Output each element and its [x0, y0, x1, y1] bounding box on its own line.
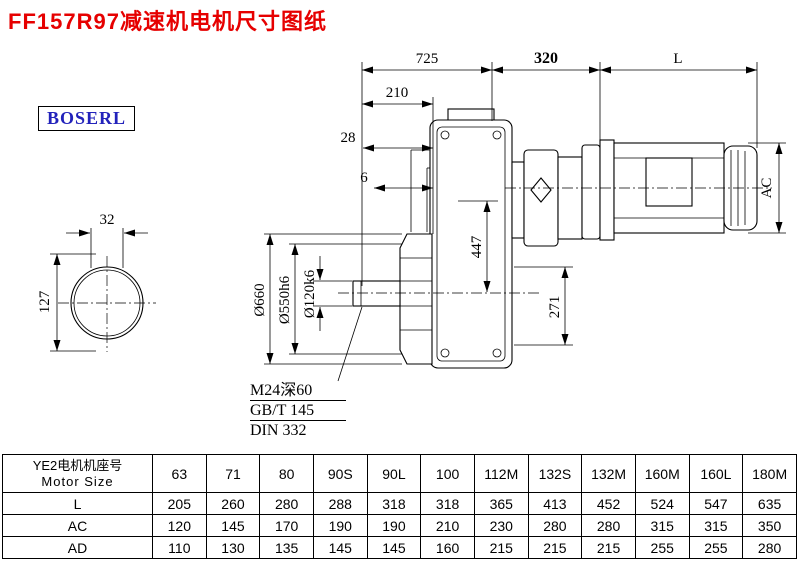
motor-size-table: YE2电机机座号 Motor Size 63 71 80 90S 90L 100…	[2, 454, 797, 559]
dim-label-127: 127	[37, 290, 53, 313]
thread-note-line: DIN 332	[250, 422, 307, 439]
thread-note-line: M24深60	[250, 381, 346, 401]
value-cell: 365	[473, 492, 529, 515]
value-cell: 280	[581, 514, 636, 537]
value-cell: 230	[473, 514, 529, 537]
row-label: AD	[2, 536, 153, 559]
value-cell: 215	[581, 536, 636, 559]
value-cell: 318	[366, 492, 422, 515]
value-cell: 215	[527, 536, 583, 559]
size-cell: 180M	[742, 454, 797, 493]
size-cell: 132M	[581, 454, 636, 493]
value-cell: 145	[312, 536, 368, 559]
value-cell: 255	[688, 536, 744, 559]
dim-label-dia660: Ø660	[252, 283, 268, 316]
value-cell: 110	[152, 536, 207, 559]
row-label: L	[2, 492, 153, 515]
value-cell: 280	[259, 492, 314, 515]
value-cell: 280	[527, 514, 583, 537]
value-cell: 315	[634, 514, 690, 537]
value-cell: 215	[473, 536, 529, 559]
value-cell: 350	[742, 514, 797, 537]
value-cell: 288	[312, 492, 368, 515]
motor-size-header-cell: YE2电机机座号 Motor Size	[2, 454, 153, 493]
value-cell: 260	[205, 492, 261, 515]
size-cell: 160M	[634, 454, 690, 493]
value-cell: 130	[205, 536, 261, 559]
value-cell: 170	[259, 514, 314, 537]
value-cell: 635	[742, 492, 797, 515]
value-cell: 205	[152, 492, 207, 515]
value-cell: 145	[366, 536, 422, 559]
value-cell: 280	[742, 536, 797, 559]
size-cell: 100	[420, 454, 475, 493]
value-cell: 547	[688, 492, 744, 515]
dim-label-320: 320	[534, 50, 558, 67]
boserl-logo: BOSERL	[38, 106, 136, 131]
value-cell: 255	[634, 536, 690, 559]
shaft-end-view	[50, 228, 156, 352]
value-cell: 190	[312, 514, 368, 537]
dim-label-AC: AC	[759, 178, 775, 199]
size-cell: 132S	[527, 454, 583, 493]
value-cell: 315	[688, 514, 744, 537]
dim-label-28: 28	[341, 130, 356, 146]
row-label: AC	[2, 514, 153, 537]
value-cell: 452	[581, 492, 636, 515]
thread-note-line: GB/T 145	[250, 401, 346, 421]
dim-label-447: 447	[469, 235, 485, 258]
size-cell: 112M	[473, 454, 529, 493]
dim-label-271: 271	[547, 296, 563, 319]
table-row-L: L 205 260 280 288 318 318 365 413 452 52…	[2, 492, 797, 515]
dim-label-210: 210	[386, 85, 409, 101]
value-cell: 413	[527, 492, 583, 515]
adapter-diamond-mark	[530, 177, 552, 203]
dimension-lines	[264, 62, 786, 382]
size-cell: 160L	[688, 454, 744, 493]
dim-label-6: 6	[360, 170, 368, 186]
value-cell: 120	[152, 514, 207, 537]
page-title: FF157R97减速机电机尺寸图纸	[8, 9, 327, 34]
table-row-AD: AD 110 130 135 145 145 160 215 215 215 2…	[2, 536, 797, 559]
value-cell: 524	[634, 492, 690, 515]
size-cell: 90L	[366, 454, 422, 493]
value-cell: 318	[420, 492, 475, 515]
dim-label-32: 32	[100, 212, 115, 228]
value-cell: 160	[420, 536, 475, 559]
dim-label-725: 725	[416, 51, 439, 67]
terminal-box	[645, 157, 693, 207]
size-cell: 90S	[312, 454, 368, 493]
dim-label-dia120: Ø120k6	[302, 269, 318, 318]
table-row-AC: AC 120 145 170 190 190 210 230 280 280 3…	[2, 514, 797, 537]
motor-assembly	[505, 139, 772, 247]
value-cell: 190	[366, 514, 422, 537]
size-cell: 80	[259, 454, 314, 493]
value-cell: 210	[420, 514, 475, 537]
motor-size-header-cn: YE2电机机座号	[32, 457, 123, 473]
dim-label-dia550: Ø550h6	[277, 275, 293, 324]
dim-label-L: L	[673, 51, 682, 67]
size-cell: 63	[152, 454, 207, 493]
table-header-row: YE2电机机座号 Motor Size 63 71 80 90S 90L 100…	[2, 454, 797, 493]
thread-note: M24深60 GB/T 145 DIN 332	[250, 381, 346, 440]
value-cell: 135	[259, 536, 314, 559]
size-cell: 71	[205, 454, 261, 493]
motor-size-header-en: Motor Size	[41, 473, 114, 489]
gearbox-side-view	[338, 108, 540, 369]
value-cell: 145	[205, 514, 261, 537]
